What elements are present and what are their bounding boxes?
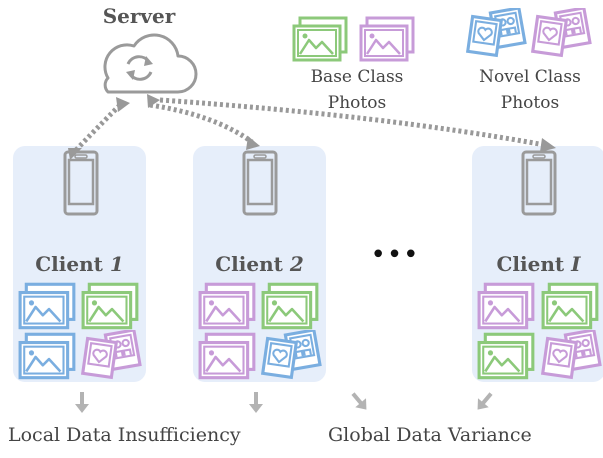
client-label-prefix: Client [35, 252, 110, 276]
client-2-label: Client 2 [193, 252, 326, 276]
link-client-i [159, 97, 546, 148]
link-arrowheads [68, 94, 556, 160]
novel-caption-line2: Photos [500, 93, 560, 113]
client-label-index: 1 [109, 252, 124, 276]
novel-class-caption: Novel Class Photos [460, 64, 600, 116]
server-label: Server [102, 4, 176, 28]
landscape-photo-icon [198, 332, 256, 380]
down-arrow-icon [248, 392, 264, 414]
base-caption-line2: Photos [327, 93, 387, 113]
base-class-caption: Base Class Photos [292, 64, 422, 116]
novel-caption-line1: Novel Class [479, 67, 581, 87]
local-data-insufficiency-caption: Local Data Insufficiency [8, 424, 241, 446]
landscape-photo-icon [81, 282, 139, 330]
landscape-photo-icon [477, 282, 535, 330]
link-client-2 [149, 102, 254, 145]
novel-purple-portrait-icon [531, 8, 592, 57]
ellipsis: ••• [370, 240, 420, 270]
global-data-variance-caption: Global Data Variance [328, 424, 532, 446]
novel-blue-portrait-icon [466, 8, 527, 57]
base-caption-line1: Base Class [310, 67, 404, 87]
landscape-photo-icon [18, 332, 76, 380]
base-purple-landscape-icon [359, 16, 415, 62]
landscape-photo-icon [261, 282, 319, 330]
landscape-photo-icon [477, 332, 535, 380]
landscape-photo-icon [198, 282, 256, 330]
client-label-prefix: Client [215, 252, 290, 276]
cloud-sync-icon [103, 33, 198, 94]
base-green-landscape-icon [292, 16, 348, 62]
down-arrow-icon [74, 392, 90, 414]
client-1-label: Client 1 [13, 252, 146, 276]
client-label-index: 2 [289, 252, 304, 276]
landscape-photo-icon [18, 282, 76, 330]
server-client-links [74, 97, 546, 152]
client-i-label: Client I [472, 252, 603, 276]
client-label-prefix: Client [496, 252, 572, 276]
down-arrow-icon [470, 388, 498, 416]
client-label-index: I [571, 252, 581, 276]
down-arrow-icon [346, 388, 374, 416]
landscape-photo-icon [541, 282, 599, 330]
link-client-1 [74, 103, 122, 152]
